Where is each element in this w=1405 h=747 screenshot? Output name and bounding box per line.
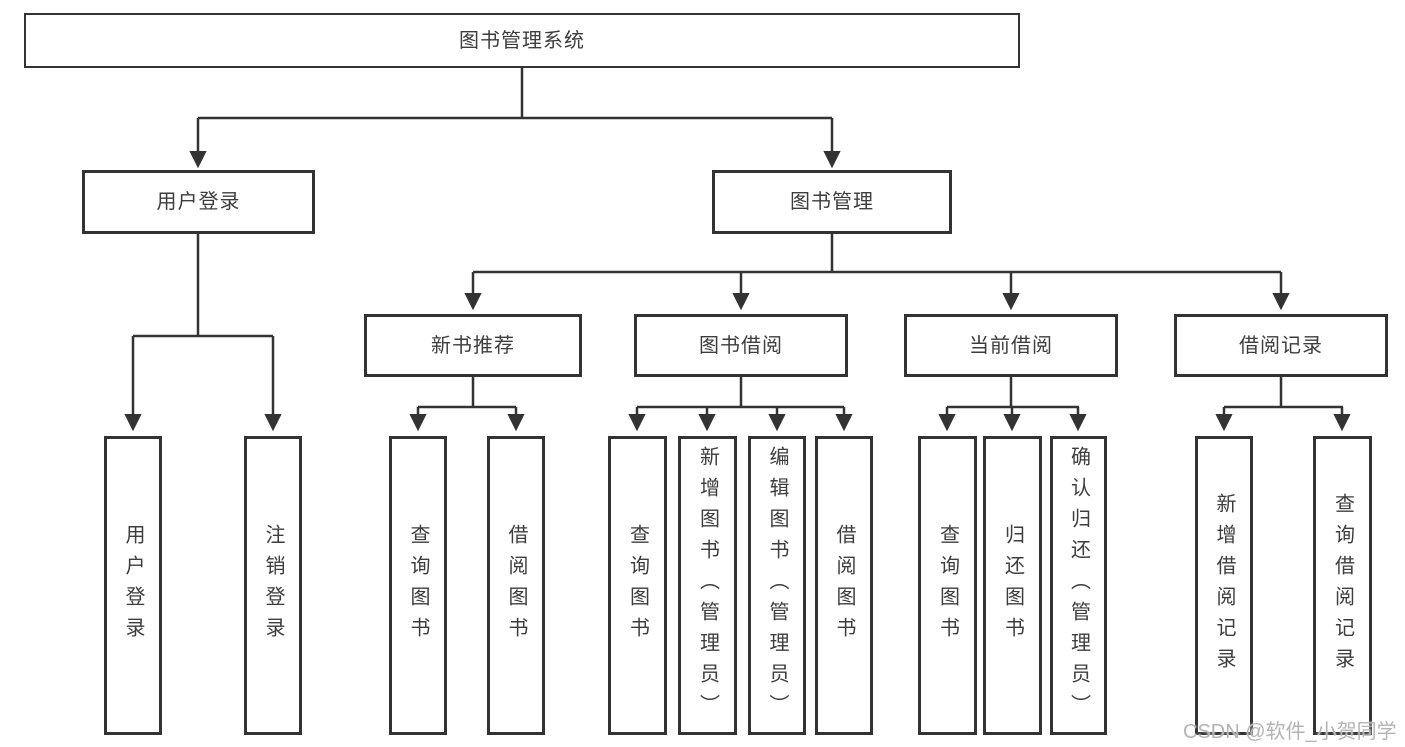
node-leaf-add-books-admin: 新增图书（管理员）	[678, 436, 737, 735]
node-leaf-confirm-return-admin: 确认归还（管理员）	[1050, 436, 1107, 735]
node-leaf-query-books-borrow: 查询图书	[608, 436, 667, 735]
node-leaf-query-books-recommend: 查询图书	[389, 436, 447, 735]
node-leaf-query-borrow-record: 查询借阅记录	[1313, 436, 1372, 735]
node-leaf-return-books: 归还图书	[983, 436, 1042, 735]
node-new-book-recommend: 新书推荐	[364, 314, 582, 377]
node-current-borrowing: 当前借阅	[904, 314, 1118, 377]
node-leaf-query-books-current: 查询图书	[918, 436, 977, 735]
node-user-login: 用户登录	[82, 170, 315, 234]
node-borrowing-records: 借阅记录	[1174, 314, 1388, 377]
node-leaf-user-login: 用户登录	[104, 436, 162, 735]
node-leaf-borrow-books: 借阅图书	[815, 436, 873, 735]
node-leaf-edit-books-admin: 编辑图书（管理员）	[748, 436, 806, 735]
node-book-borrowing: 图书借阅	[634, 314, 848, 377]
node-leaf-add-borrow-record: 新增借阅记录	[1195, 436, 1253, 735]
csdn-watermark: CSDN @软件_小贺同学	[1183, 721, 1397, 743]
node-book-management: 图书管理	[712, 170, 952, 234]
node-leaf-borrow-books-recommend: 借阅图书	[487, 436, 545, 735]
node-root-system: 图书管理系统	[24, 13, 1020, 68]
node-leaf-logout: 注销登录	[244, 436, 302, 735]
